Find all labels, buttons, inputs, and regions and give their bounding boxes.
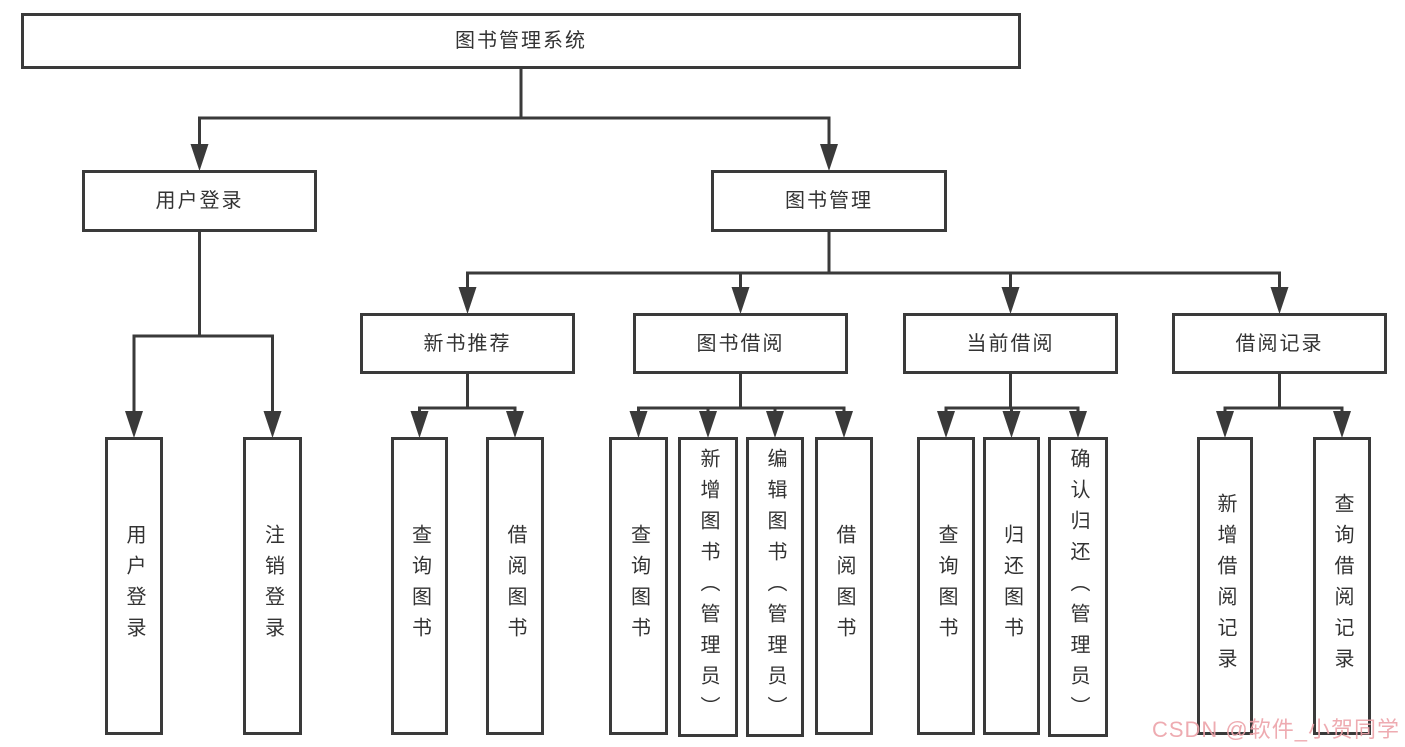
node-label-leaf-query-book-1: 查询图书 [408, 524, 431, 648]
node-label-leaf-query-book-2: 查询图书 [627, 524, 650, 648]
node-leaf-edit-book: 编辑图书（管理员） [746, 437, 804, 737]
node-label-new-book-rec: 新书推荐 [423, 332, 512, 355]
node-label-leaf-user-login: 用户登录 [123, 524, 145, 648]
node-book-mgmt: 图书管理 [711, 170, 947, 232]
node-leaf-add-book: 新增图书（管理员） [678, 437, 738, 737]
node-label-leaf-query-record: 查询借阅记录 [1331, 493, 1353, 679]
node-label-book-borrow: 图书借阅 [696, 332, 785, 355]
node-leaf-borrow-book-1: 借阅图书 [486, 437, 544, 735]
node-root: 图书管理系统 [21, 13, 1021, 69]
node-label-user-login: 用户登录 [155, 190, 244, 212]
node-label-leaf-edit-book: 编辑图书（管理员） [764, 447, 786, 727]
node-label-book-mgmt: 图书管理 [785, 190, 873, 212]
node-label-current-borrow: 当前借阅 [966, 332, 1055, 355]
node-leaf-confirm-return: 确认归还（管理员） [1048, 437, 1108, 737]
node-label-leaf-confirm-return: 确认归还（管理员） [1067, 447, 1089, 727]
node-label-leaf-add-record: 新增借阅记录 [1214, 493, 1236, 679]
node-leaf-add-record: 新增借阅记录 [1197, 437, 1253, 735]
node-new-book-rec: 新书推荐 [360, 313, 575, 374]
node-current-borrow: 当前借阅 [903, 313, 1118, 374]
node-leaf-user-login: 用户登录 [105, 437, 163, 735]
node-leaf-borrow-book-2: 借阅图书 [815, 437, 873, 735]
node-label-leaf-return-book: 归还图书 [1000, 524, 1023, 648]
node-label-leaf-logout: 注销登录 [261, 524, 284, 648]
node-leaf-query-book-2: 查询图书 [609, 437, 668, 735]
node-label-borrow-records: 借阅记录 [1235, 332, 1324, 355]
node-borrow-records: 借阅记录 [1172, 313, 1387, 374]
node-label-root: 图书管理系统 [455, 30, 587, 52]
watermark: CSDN @软件_小贺同学 [1151, 717, 1400, 742]
node-label-leaf-query-book-3: 查询图书 [935, 524, 957, 648]
node-label-leaf-add-book: 新增图书（管理员） [697, 447, 719, 727]
node-leaf-query-book-1: 查询图书 [391, 437, 448, 735]
node-label-leaf-borrow-book-2: 借阅图书 [833, 524, 855, 648]
node-user-login: 用户登录 [82, 170, 317, 232]
node-leaf-logout: 注销登录 [243, 437, 302, 735]
node-leaf-return-book: 归还图书 [983, 437, 1040, 735]
node-leaf-query-book-3: 查询图书 [917, 437, 975, 735]
node-leaf-query-record: 查询借阅记录 [1313, 437, 1371, 735]
node-label-leaf-borrow-book-1: 借阅图书 [504, 524, 526, 648]
node-book-borrow: 图书借阅 [633, 313, 848, 374]
